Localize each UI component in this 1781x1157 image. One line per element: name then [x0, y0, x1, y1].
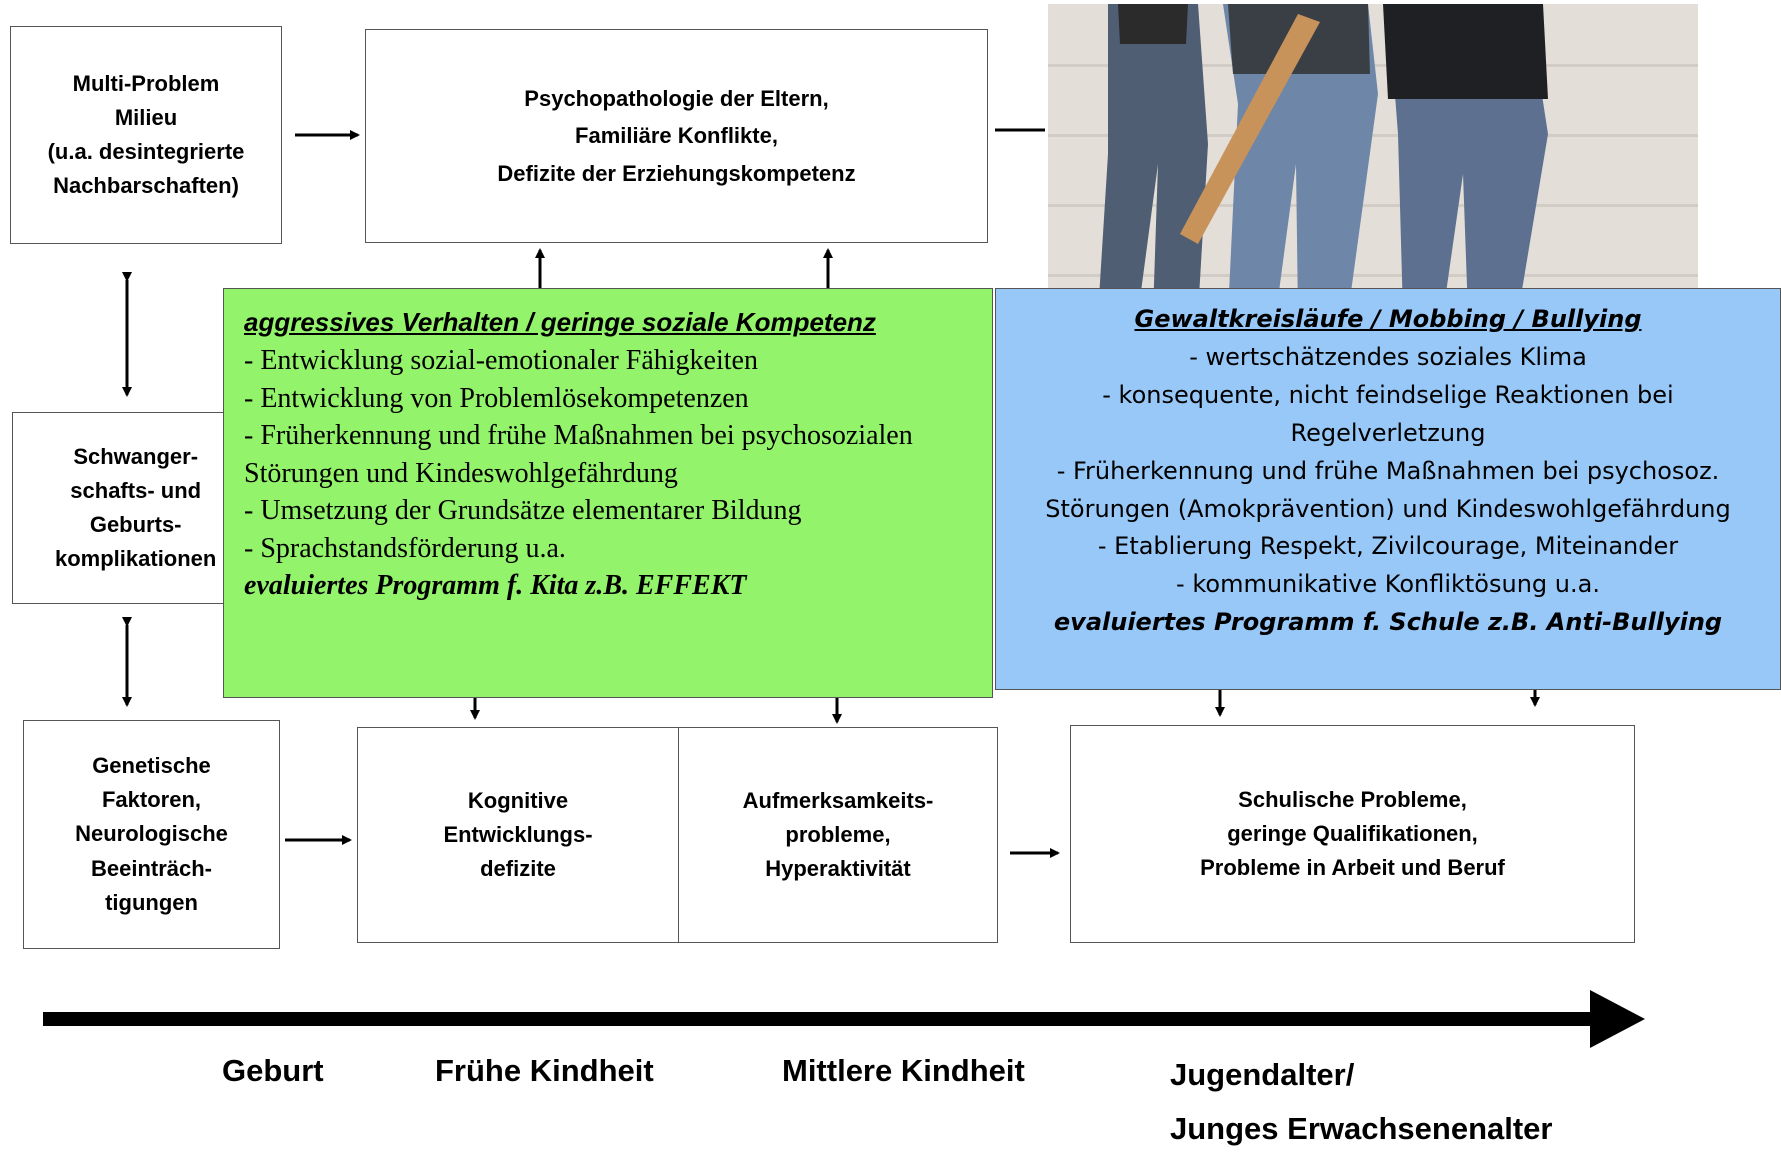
green-panel-item: - Sprachstandsförderung u.a.	[244, 532, 566, 564]
timeline-arrow	[43, 990, 1645, 1048]
panel-aggressives-verhalten: aggressives Verhalten / geringe soziale …	[223, 288, 993, 698]
timeline-label-mittlere-kindheit: Mittlere Kindheit	[782, 1053, 1025, 1088]
box-aufmerksamkeit: Aufmerksamkeits- probleme, Hyperaktivitä…	[678, 727, 998, 943]
blue-panel-item: - konsequente, nicht feindselige Reaktio…	[1102, 380, 1674, 447]
timeline-label-fruehe-kindheit: Frühe Kindheit	[435, 1053, 654, 1088]
timeline-label-geburt: Geburt	[222, 1053, 324, 1088]
blue-panel-footer: evaluiertes Programm f. Schule z.B. Anti…	[1053, 608, 1723, 637]
green-panel-item: - Entwicklung von Problemlösekompetenzen	[244, 382, 749, 414]
green-panel-heading: aggressives Verhalten / geringe soziale …	[244, 307, 876, 337]
box-psychopathologie: Psychopathologie der Eltern, Familiäre K…	[365, 29, 988, 243]
blue-panel-item: - Früherkennung und frühe Maßnahmen bei …	[1045, 456, 1731, 523]
green-panel-item: - Früherkennung und frühe Maßnahmen bei …	[244, 420, 913, 489]
box-text: Multi-Problem Milieu (u.a. desintegriert…	[47, 70, 245, 199]
green-panel-item: - Entwicklung sozial-emotionaler Fähigke…	[244, 345, 758, 376]
panel-gewaltkreislaeufe: Gewaltkreisläufe / Mobbing / Bullying - …	[995, 288, 1781, 690]
blue-panel-item: - kommunikative Konfliktösung u.a.	[1176, 570, 1600, 599]
blue-panel-item: - Etablierung Respekt, Zivilcourage, Mit…	[1097, 532, 1679, 561]
box-genetische-faktoren: Genetische Faktoren, Neurologische Beein…	[23, 720, 280, 949]
green-panel-footer: evaluiertes Programm f. Kita z.B. EFFEKT	[244, 570, 747, 602]
box-kognitive-defizite: Kognitive Entwicklungs- defizite	[357, 727, 679, 943]
box-text: Psychopathologie der Eltern, Familiäre K…	[497, 85, 856, 186]
box-text: Schwanger- schafts- und Geburts- komplik…	[55, 443, 217, 572]
photo-teenagers-with-bat	[1048, 4, 1698, 314]
box-text: Aufmerksamkeits- probleme, Hyperaktivitä…	[742, 787, 934, 882]
box-text: Schulische Probleme, geringe Qualifikati…	[1200, 786, 1505, 881]
timeline-label-jugendalter: Jugendalter/ Junges Erwachsenenalter	[1170, 1057, 1553, 1147]
box-text: Kognitive Entwicklungs- defizite	[443, 787, 593, 882]
box-text: Genetische Faktoren, Neurologische Beein…	[75, 753, 228, 915]
blue-panel-item: - wertschätzendes soziales Klima	[1189, 342, 1587, 371]
box-schulische-probleme: Schulische Probleme, geringe Qualifikati…	[1070, 725, 1635, 943]
box-multi-problem-milieu: Multi-Problem Milieu (u.a. desintegriert…	[10, 26, 282, 244]
blue-panel-heading: Gewaltkreisläufe / Mobbing / Bullying	[1134, 305, 1642, 333]
green-panel-item: - Umsetzung der Grundsätze elementarer B…	[244, 495, 802, 527]
